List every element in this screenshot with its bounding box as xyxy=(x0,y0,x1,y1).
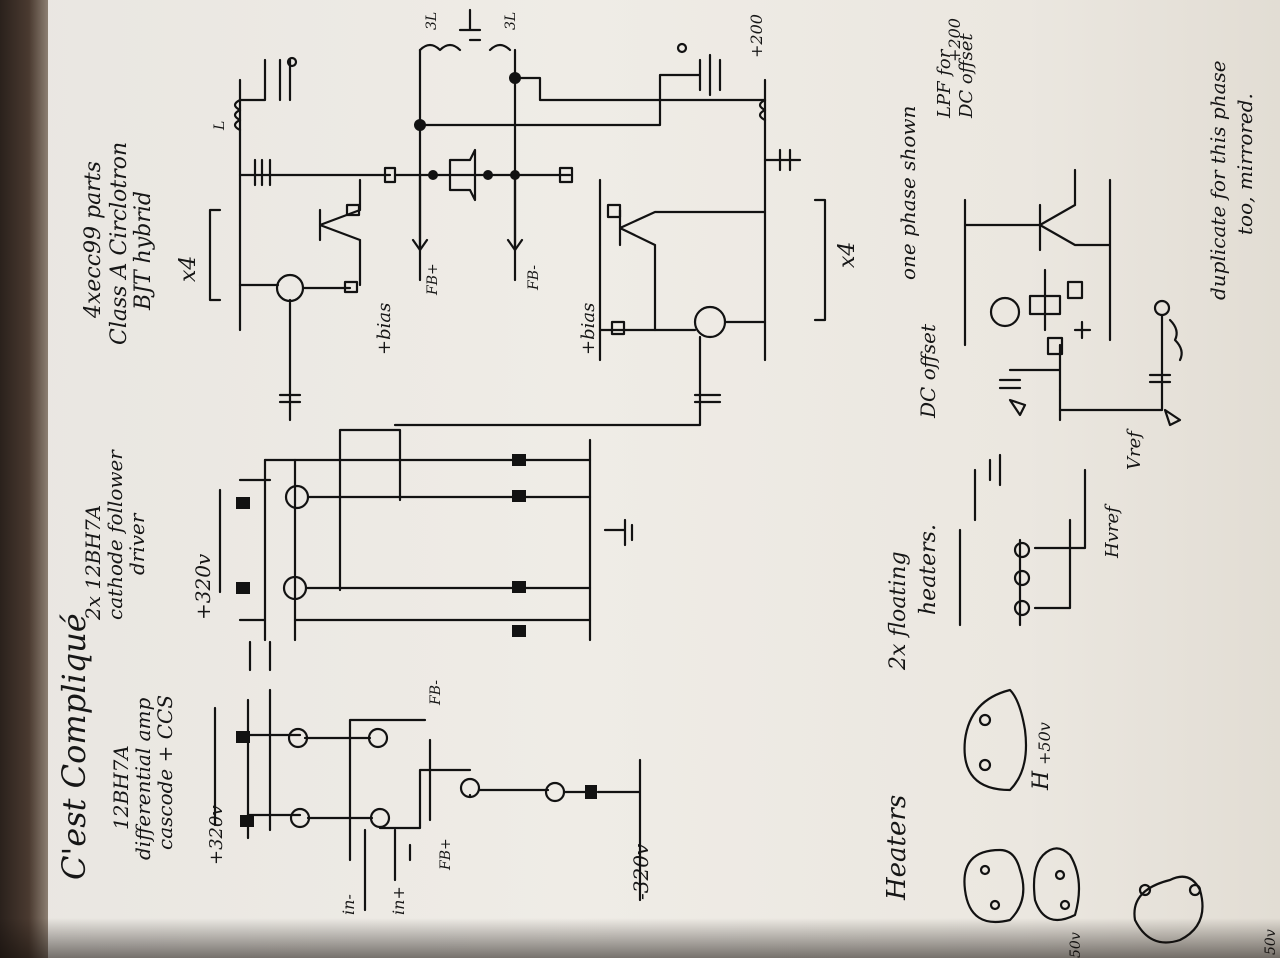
title-group: C'est Compliqué xyxy=(55,613,93,880)
input-stage-line3: cascode + CCS xyxy=(153,695,177,850)
input-fb-minus-label: FB- xyxy=(428,680,444,706)
duplicate-note-line2: too, mirrored. xyxy=(1233,93,1257,235)
output-stage-line2: Class A Circlotron xyxy=(107,142,132,345)
input-stage-line1: 12BH7A xyxy=(109,745,133,830)
inductor-label-l: L xyxy=(212,121,228,131)
duplicate-note-line1: duplicate for this phase xyxy=(1206,60,1230,300)
input-stage-line2: differential amp xyxy=(131,698,155,860)
inductor-label-3l-a: 3L xyxy=(424,12,440,30)
driver-stage-line1: 2x 12BH7A xyxy=(81,505,105,621)
heaters-title: Heaters xyxy=(882,795,912,901)
page-shadow xyxy=(0,918,1280,958)
heater-plus50-label: +50v xyxy=(1035,722,1054,765)
lpf-note-line2: DC offset xyxy=(956,33,977,119)
vref-label: Vref xyxy=(1124,428,1145,470)
one-phase-note: one phase shown xyxy=(896,106,920,280)
inductor-label-3l-b: 3L xyxy=(503,12,519,30)
driver-stage-caption: 2x 12BH7A cathode follower driver xyxy=(81,449,149,621)
input-plus-label: in+ xyxy=(389,886,408,915)
output-stage-line1: 4xecc99 parts xyxy=(81,161,106,319)
rail-plus200-top: +200 xyxy=(945,18,964,62)
driver-stage-circuit xyxy=(218,428,634,672)
output-fb-minus-label: FB- xyxy=(526,265,542,291)
input-fb-plus-label: FB+ xyxy=(438,838,454,871)
output-stage-line3: BJT hybrid xyxy=(131,191,156,311)
hvref-label: Hvref xyxy=(1102,503,1123,559)
page-title: C'est Compliqué xyxy=(55,613,93,880)
multiplier-x4-b: x4 xyxy=(835,242,860,268)
rail-plus200-output: +200 xyxy=(747,14,766,58)
floating-heaters-line2: heaters. xyxy=(916,524,941,615)
floating-heaters-line1: 2x floating xyxy=(886,551,911,671)
driver-stage-line3: driver xyxy=(125,512,149,575)
output-stage-circuit xyxy=(208,8,827,427)
rail-plus320-driver: +320v xyxy=(191,553,215,620)
bias-plus-label-1: +bias xyxy=(374,303,395,355)
heater-h-label: H xyxy=(1029,770,1054,791)
input-minus-label: in- xyxy=(339,894,358,915)
rail-plus320-input: +320v xyxy=(206,805,227,865)
driver-stage-line2: cathode follower xyxy=(103,449,127,620)
bias-plus-label-2: +bias xyxy=(578,303,599,355)
input-stage-caption: 12BH7A differential amp cascode + CCS xyxy=(109,695,177,860)
output-fb-plus-label: FB+ xyxy=(425,263,441,296)
multiplier-x4-a: x4 xyxy=(176,256,201,282)
dc-offset-circuit xyxy=(963,168,1183,427)
heater-diagrams xyxy=(958,453,1204,944)
input-stage-circuit xyxy=(213,688,642,912)
output-stage-caption: 4xecc99 parts Class A Circlotron BJT hyb… xyxy=(81,142,156,345)
dc-offset-title: DC offset xyxy=(916,323,940,419)
notebook-binding xyxy=(0,0,48,958)
lpf-note-line1: LPF for xyxy=(934,48,955,119)
